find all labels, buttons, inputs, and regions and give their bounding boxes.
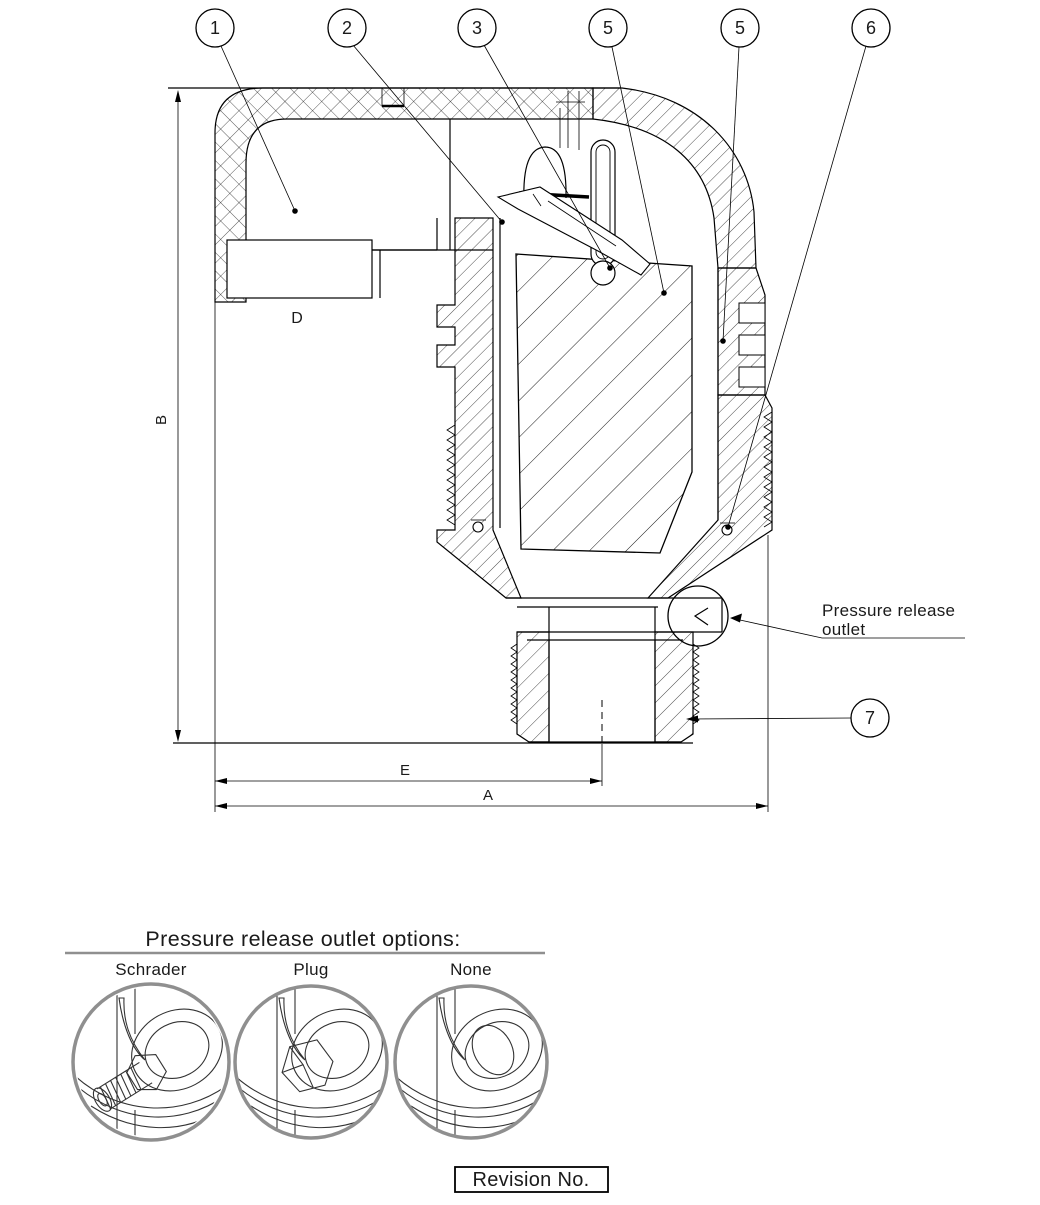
revision-box: Revision No. <box>454 1166 609 1193</box>
left-wall-hatch <box>436 217 522 599</box>
balloon-5b: 5 <box>720 8 760 344</box>
cap-inner-block <box>226 239 373 299</box>
balloon-7: 7 <box>686 698 890 738</box>
dimension-e: E <box>215 762 602 784</box>
dimension-label-e: E <box>400 762 410 779</box>
balloon-6: 6 <box>725 8 891 530</box>
dimension-b: B <box>153 90 181 742</box>
option-label-schrader: Schrader <box>115 960 186 979</box>
body-outlines <box>168 87 735 633</box>
outlet-notch <box>693 607 709 626</box>
balloon-1-label: 1 <box>210 18 220 38</box>
valve-section-view <box>168 87 773 744</box>
balloon-3-label: 3 <box>472 18 482 38</box>
balloon-5a: 5 <box>588 8 667 296</box>
outlet-callout: Pressure release outlet <box>730 601 965 639</box>
dimension-label-b: B <box>153 415 170 425</box>
outlet-detail-circle <box>667 585 729 647</box>
balloon-1: 1 <box>195 8 298 214</box>
option-none-thumbnail <box>393 984 549 1140</box>
dimension-label-a: A <box>483 787 493 804</box>
balloon-7-label: 7 <box>865 708 875 728</box>
revision-box-label: Revision No. <box>473 1169 590 1191</box>
outlet-callout-line2: outlet <box>822 620 865 639</box>
pivot-circle <box>590 260 616 286</box>
dimensions: B D E A <box>153 90 769 812</box>
right-fine-thread <box>763 411 773 528</box>
balloon-2-label: 2 <box>342 18 352 38</box>
schrader-stem <box>92 1054 167 1112</box>
valve-mechanism <box>496 91 651 286</box>
balloon-2: 2 <box>327 8 505 225</box>
option-label-none: None <box>450 960 492 979</box>
option-plug-thumbnail <box>233 984 389 1140</box>
guide-slot-inner <box>595 144 611 260</box>
balloon-callouts: 1 2 3 5 5 6 7 <box>195 8 891 738</box>
right-wall-lower-hatch <box>646 394 773 599</box>
threaded-outlet <box>510 631 700 744</box>
plug-hex <box>281 1039 334 1093</box>
options-title: Pressure release outlet options: <box>145 927 460 951</box>
spring-arch <box>523 146 567 203</box>
dimension-a: A <box>215 787 768 809</box>
outlet-callout-line1: Pressure release <box>822 601 955 620</box>
balloon-5b-label: 5 <box>735 18 745 38</box>
left-seat-ball <box>472 521 484 533</box>
right-thread-notches <box>738 302 766 388</box>
option-label-plug: Plug <box>293 960 328 979</box>
balloon-6-label: 6 <box>866 18 876 38</box>
left-fine-thread <box>446 424 456 526</box>
balloon-5a-label: 5 <box>603 18 613 38</box>
balloon-3: 3 <box>457 8 613 271</box>
none-open-hole <box>471 1024 515 1076</box>
lever-arm <box>496 186 651 276</box>
float-section <box>515 253 693 554</box>
dimension-label-d: D <box>291 310 303 327</box>
options-section: Pressure release outlet options: Schrade… <box>65 927 549 1142</box>
